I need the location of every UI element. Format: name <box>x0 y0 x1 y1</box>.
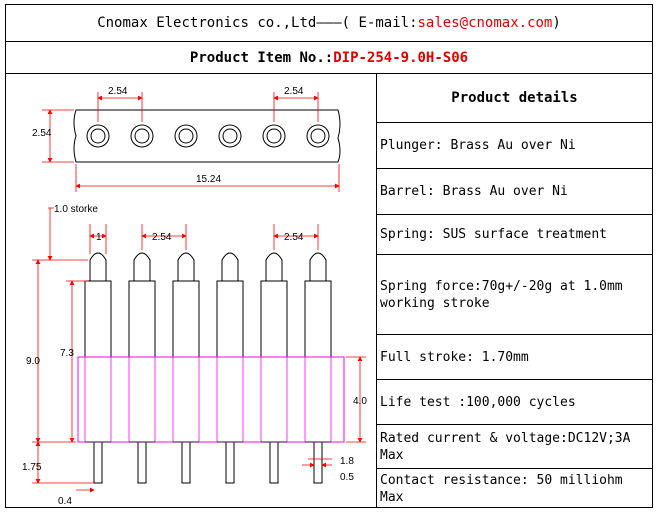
dim-length: 15.24 <box>196 174 221 185</box>
email-prefix: ( E-mail: <box>341 15 418 31</box>
dim-pitch-top-right: 2.54 <box>284 86 304 97</box>
detail-full-stroke: Full stroke: 1.70mm <box>377 335 652 380</box>
dim-pitch-side-right: 2.54 <box>284 232 304 243</box>
item-label: Product Item No.: <box>189 49 334 66</box>
drawing-svg: 2.54 2.54 2.54 15.24 <box>22 86 367 507</box>
dim-height-top: 2.54 <box>32 128 52 139</box>
dim-tail-length: 1.75 <box>22 462 42 473</box>
datasheet: Cnomax Electronics co.,Ltd ——— ( E-mail:… <box>5 4 653 508</box>
dim-pitch-side-left: 2.54 <box>152 232 172 243</box>
dim-tail-spec-2: 0.5 <box>340 472 354 483</box>
detail-contact-resistance: Contact resistance: 50 milliohm Max <box>380 472 623 505</box>
detail-barrel: Barrel: Brass Au over Ni <box>377 169 652 215</box>
side-view: 1.0 storke 1 2.54 2.54 9.0 7.3 4.0 1.75 … <box>22 204 367 507</box>
details-title: Product details <box>377 74 652 123</box>
company-name: Cnomax Electronics co.,Ltd <box>97 15 317 31</box>
dim-pitch-top-left: 2.54 <box>108 86 128 97</box>
item-row: Product Item No.: DIP-254-9.0H-S06 <box>6 42 652 74</box>
email-link[interactable]: sales@cnomax.com <box>417 15 553 31</box>
detail-spring: Spring: SUS surface treatment <box>377 215 652 255</box>
dim-tail-spec-1: 1.8 <box>340 456 354 467</box>
item-number: DIP-254-9.0H-S06 <box>333 49 469 66</box>
top-view: 2.54 2.54 2.54 15.24 <box>32 86 341 192</box>
dim-total-height: 9.0 <box>26 356 40 367</box>
detail-spring-force: Spring force:70g+/-20g at 1.0mm working … <box>377 255 652 335</box>
dim-housing-height: 4.0 <box>353 396 367 407</box>
dim-stroke: 1.0 storke <box>54 204 98 215</box>
dim-tail-width: 0.4 <box>58 496 72 507</box>
header-dashes: ——— <box>316 15 342 31</box>
header-row: Cnomax Electronics co.,Ltd ——— ( E-mail:… <box>6 5 652 42</box>
detail-life-test: Life test :100,000 cycles <box>377 380 652 425</box>
detail-rated-current: Rated current & voltage:DC12V;3A Max <box>377 425 652 469</box>
dim-plunger-width: 1 <box>96 232 102 243</box>
dim-body-height: 7.3 <box>60 348 74 359</box>
technical-drawing: 2.54 2.54 2.54 15.24 <box>6 74 377 508</box>
email-suffix: ) <box>552 15 561 31</box>
product-details: Product details Plunger: Brass Au over N… <box>377 74 652 508</box>
detail-plunger: Plunger: Brass Au over Ni <box>377 123 652 169</box>
